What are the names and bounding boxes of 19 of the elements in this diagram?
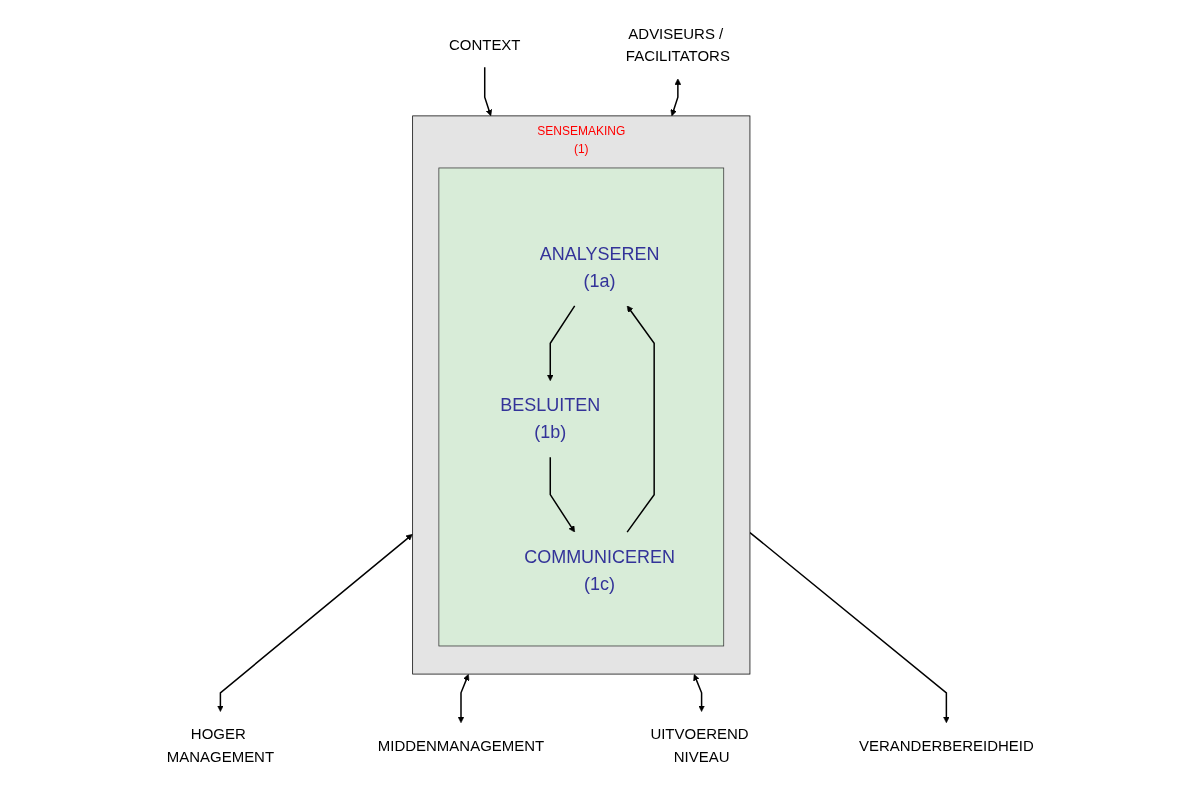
arrow bbox=[749, 531, 950, 724]
node-text: UITVOEREND NIVEAU bbox=[650, 725, 749, 765]
arrow bbox=[693, 674, 705, 712]
node-text: ADVISEURS / FACILITATORS bbox=[625, 25, 730, 65]
node-text: COMMUNICEREN (1c) bbox=[524, 546, 675, 594]
cluster bbox=[438, 167, 724, 647]
arrow bbox=[546, 305, 576, 382]
arrow bbox=[549, 456, 575, 533]
arrow bbox=[626, 305, 655, 533]
arrow bbox=[670, 78, 681, 117]
arrow bbox=[216, 534, 413, 712]
node-text: BESLUITEN (1b) bbox=[500, 395, 601, 443]
node-text: VERANDERBEREIDHEID bbox=[858, 737, 1034, 754]
node-text: MIDDENMANAGEMENT bbox=[377, 737, 545, 754]
arrow bbox=[483, 66, 492, 117]
node-text: ANALYSEREN (1a) bbox=[539, 243, 660, 291]
node-text: CONTEXT bbox=[448, 36, 521, 53]
node-text: HOGER MANAGEMENT bbox=[166, 725, 274, 765]
arrow bbox=[457, 674, 470, 724]
